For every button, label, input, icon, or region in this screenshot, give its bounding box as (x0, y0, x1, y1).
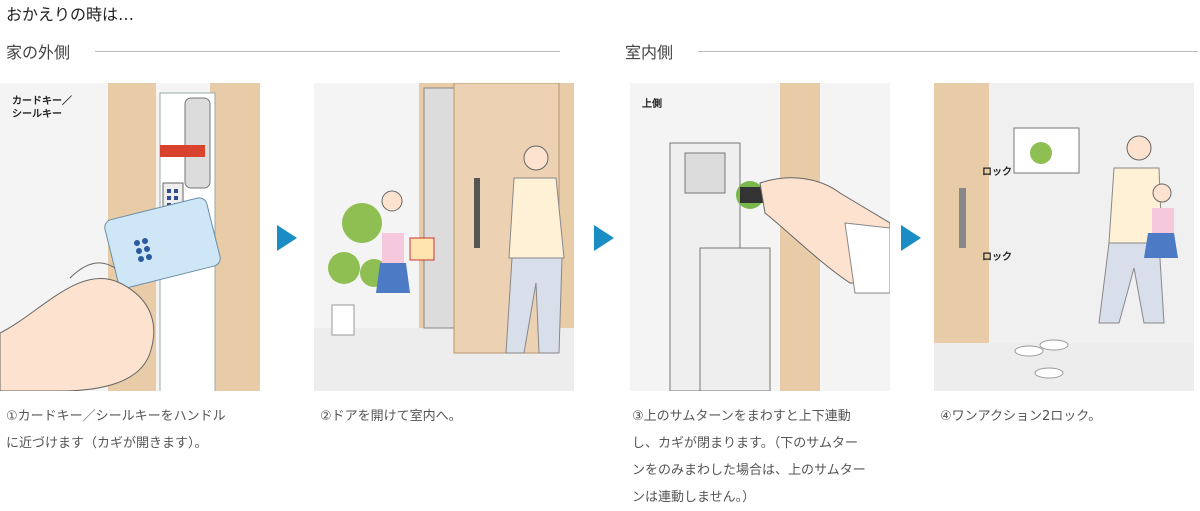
panel-open-door (314, 83, 574, 391)
section-rule-inside (698, 51, 1198, 52)
caption-step-2: ②ドアを開けて室内へ。 (320, 409, 462, 424)
page-title: おかえりの時は… (6, 5, 135, 24)
thumb-turn-illustration (630, 83, 890, 391)
card-key-label: カードキー／ シールキー (12, 96, 72, 120)
caption-step-1: ①カードキー／シールキーをハンドル に近づけます（カギが開きます）。 (6, 409, 226, 451)
next-arrow-1 (277, 225, 297, 251)
next-arrow-3 (901, 225, 921, 251)
caption-step-3: ③上のサムターンをまわすと上下連動 し、カギが閉まります。（下のサムター ンをの… (632, 409, 866, 505)
next-arrow-2 (594, 225, 614, 251)
section-rule-outside (95, 51, 560, 52)
open-door-illustration (314, 83, 574, 391)
lock-lower-label: ロック (982, 252, 1012, 263)
panel-thumb-turn: 上側 (630, 83, 890, 391)
upper-side-label: 上側 (642, 99, 662, 110)
lock-upper-label: ロック (982, 167, 1012, 178)
section-heading-outside: 家の外側 (6, 43, 71, 62)
panel-two-lock: ロック ロック (934, 83, 1194, 391)
panel-card-key: カードキー／ シールキー (0, 83, 260, 391)
section-heading-inside: 室内側 (625, 43, 674, 62)
caption-step-4: ④ワンアクション2ロック。 (940, 409, 1102, 424)
two-lock-illustration (934, 83, 1194, 391)
card-key-illustration (0, 83, 260, 391)
